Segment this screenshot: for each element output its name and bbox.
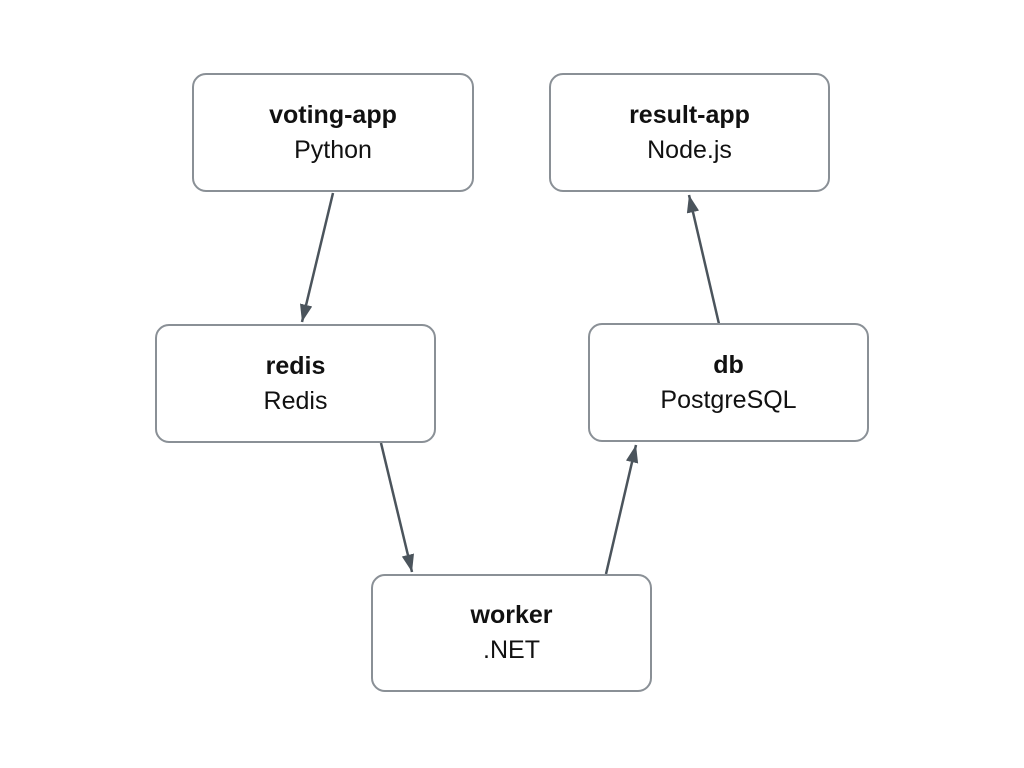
node-subtitle: PostgreSQL [660,385,797,414]
edge-db-to-result-app [686,194,721,325]
node-title: result-app [629,100,750,129]
node-subtitle: .NET [483,636,540,664]
node-subtitle: Redis [263,386,328,415]
edge-voting-app-to-redis [300,192,335,323]
node-title: db [713,350,744,379]
node-result-app: result-app Node.js [549,73,830,192]
node-voting-app: voting-app Python [192,73,474,192]
node-db: db PostgreSQL [588,323,869,442]
node-title: voting-app [269,100,397,129]
node-subtitle: Python [294,135,372,164]
node-redis: redis Redis [155,324,436,443]
node-subtitle: Node.js [647,135,732,164]
node-title: redis [265,351,326,380]
edge-redis-to-worker [379,442,414,573]
node-worker: worker .NET [371,574,652,692]
edge-worker-to-db [604,444,639,575]
node-title: worker [470,601,553,629]
